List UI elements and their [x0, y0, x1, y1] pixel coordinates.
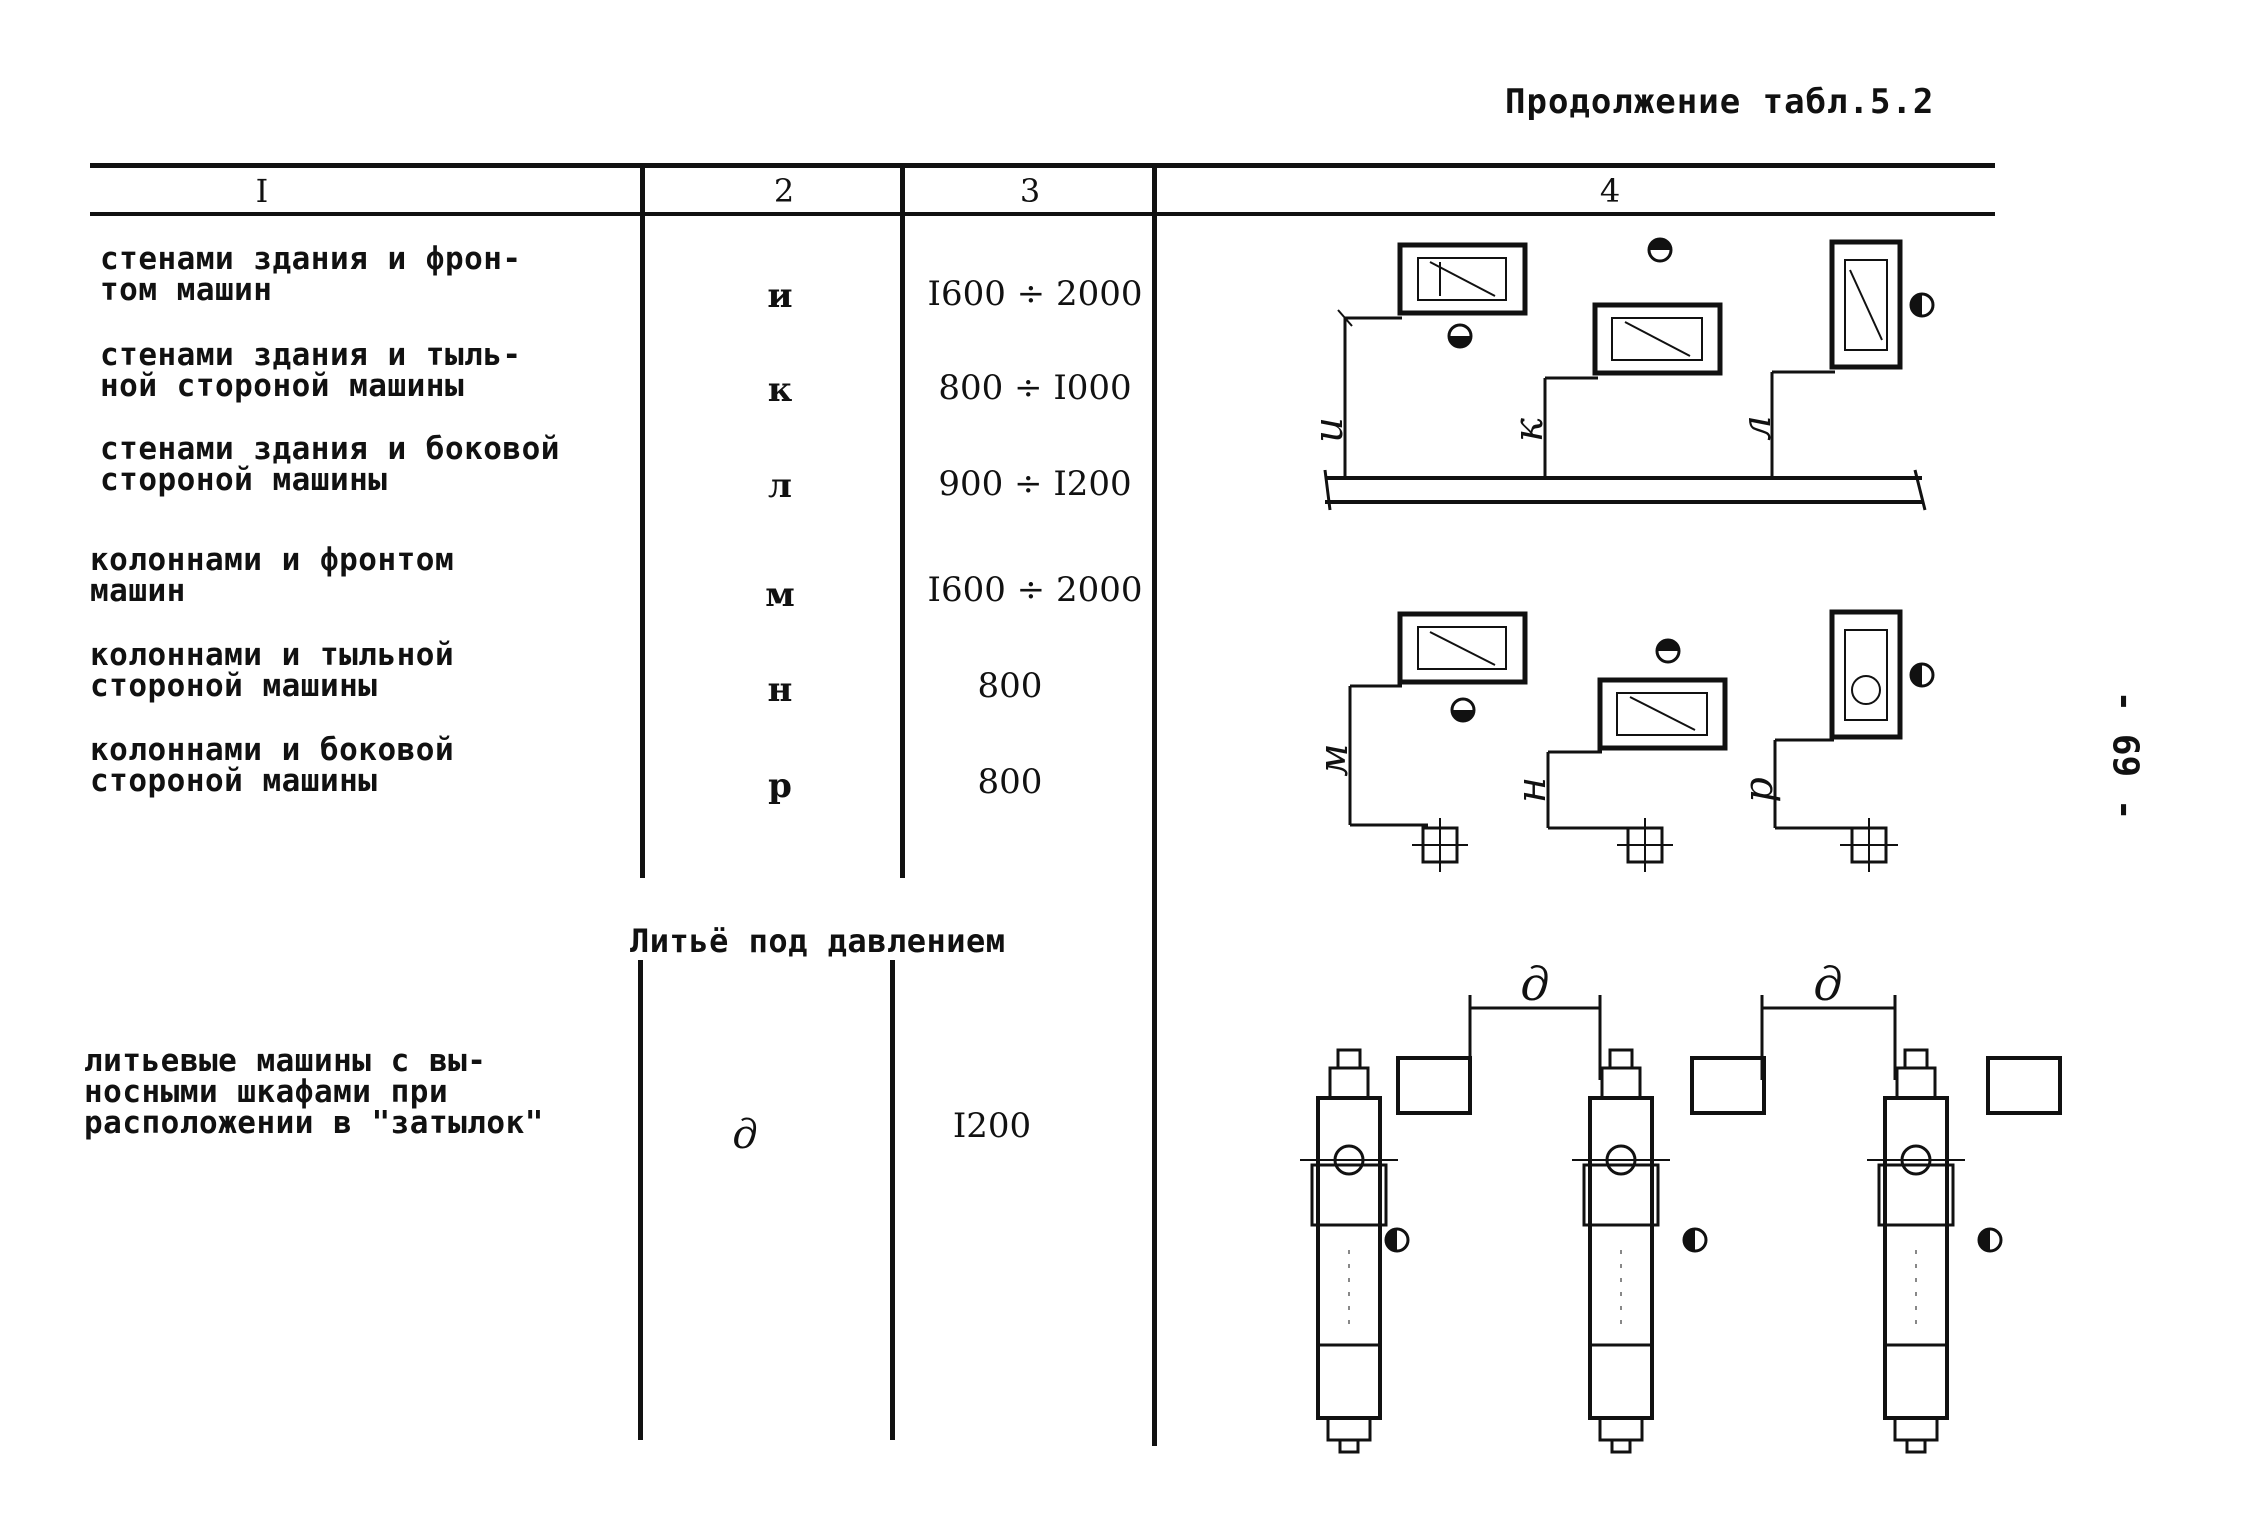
column-divider-1 — [640, 166, 645, 878]
row-distance-6: 800 — [977, 762, 1043, 802]
continuation-label: Продолжение табл.5.2 — [1505, 82, 1935, 122]
row-distance-1: I600 ÷ 2000 — [927, 274, 1143, 314]
row-symbol-2: к — [767, 370, 793, 410]
row-distance-4: I600 ÷ 2000 — [927, 570, 1143, 610]
row-description-6: колоннами и боковой стороной машины — [90, 732, 455, 799]
row-description-2: стенами здания и тыль- ной стороной маши… — [100, 337, 522, 404]
table-top-rule — [90, 163, 1995, 168]
column-divider-1-lower — [638, 960, 643, 1440]
row-distance-2: 800 ÷ I000 — [938, 368, 1132, 408]
diagram-letters: и к л м н р д д — [1306, 415, 1843, 1011]
column-divider-2-lower — [890, 960, 895, 1440]
dim-label-k: к — [1506, 418, 1552, 442]
column-header-4: 4 — [1599, 172, 1621, 210]
casting-row-symbol: д — [732, 1112, 758, 1158]
casting-diagram — [1300, 995, 2062, 1454]
row-symbol-6: р — [768, 766, 792, 806]
dim-label-n: н — [1509, 777, 1555, 803]
dim-label-l: л — [1734, 415, 1780, 440]
dim-label-d-1: д — [1520, 957, 1549, 1011]
row-symbol-1: и — [767, 276, 793, 316]
column-header-3: 3 — [1019, 172, 1041, 210]
walls-diagram — [1323, 237, 1935, 511]
dim-label-m: м — [1311, 743, 1357, 776]
column-divider-3 — [1152, 166, 1157, 1446]
column-header-1: I — [255, 172, 269, 210]
row-symbol-3: л — [768, 466, 792, 506]
row-description-1: стенами здания и фрон- том машин — [100, 241, 522, 308]
table-header-rule — [90, 212, 1995, 216]
row-symbol-4: м — [765, 575, 795, 615]
row-distance-5: 800 — [977, 666, 1043, 706]
column-divider-2 — [900, 166, 905, 878]
row-symbol-5: н — [767, 670, 793, 710]
column-header-2: 2 — [773, 172, 795, 210]
row-description-4: колоннами и фронтом машин — [90, 542, 455, 609]
dim-label-r: р — [1736, 777, 1782, 803]
columns-diagram — [1348, 609, 1935, 872]
dim-label-d-2: д — [1813, 957, 1842, 1011]
row-description-5: колоннами и тыльной стороной машины — [90, 637, 455, 704]
casting-row-distance: I200 — [952, 1106, 1032, 1146]
row-distance-3: 900 ÷ I200 — [938, 464, 1132, 504]
casting-row-description: литьевые машины с вы- носными шкафами пр… — [84, 1043, 544, 1141]
row-description-3: стенами здания и боковой стороной машины — [100, 431, 560, 498]
section-heading: Литьё под давлением — [630, 922, 1006, 960]
dim-label-i: и — [1306, 417, 1352, 443]
